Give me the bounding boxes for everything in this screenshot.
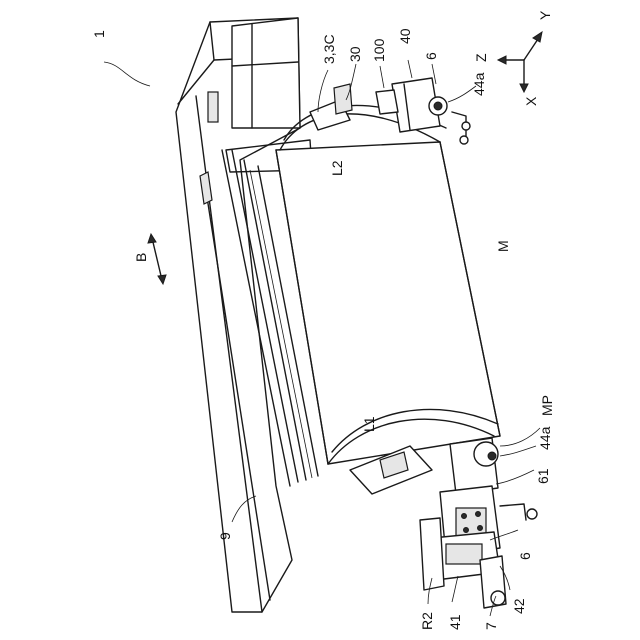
label-9: 9 — [217, 532, 233, 540]
label-3-3c: 3,3C — [321, 34, 337, 64]
label-100: 100 — [371, 38, 387, 62]
top-end-assembly — [376, 78, 470, 144]
coordinate-axes — [498, 32, 542, 92]
label-61: 61 — [535, 468, 551, 484]
label-6-top: 6 — [423, 52, 439, 60]
label-41: 41 — [447, 614, 463, 630]
label-l1: L1 — [361, 416, 377, 432]
label-1: 1 — [91, 30, 107, 38]
label-r2: R2 — [419, 612, 435, 630]
label-42: 42 — [511, 598, 527, 614]
label-6-bottom: 6 — [517, 552, 533, 560]
label-mp: MP — [539, 395, 555, 416]
label-l2: L2 — [329, 160, 345, 176]
block-41 — [446, 544, 482, 564]
label-z: Z — [473, 53, 489, 62]
label-44a-bottom: 44a — [537, 426, 553, 450]
label-m: M — [495, 240, 511, 252]
label-40: 40 — [397, 28, 413, 44]
label-y: Y — [537, 10, 553, 20]
arrow-b — [148, 234, 166, 284]
label-30: 30 — [347, 46, 363, 62]
label-x: X — [523, 96, 539, 106]
bottom-end-assembly — [420, 438, 537, 608]
label-b: B — [133, 253, 149, 262]
panel-window — [208, 92, 218, 122]
label-44a-top: 44a — [471, 72, 487, 96]
label-7: 7 — [483, 622, 499, 630]
